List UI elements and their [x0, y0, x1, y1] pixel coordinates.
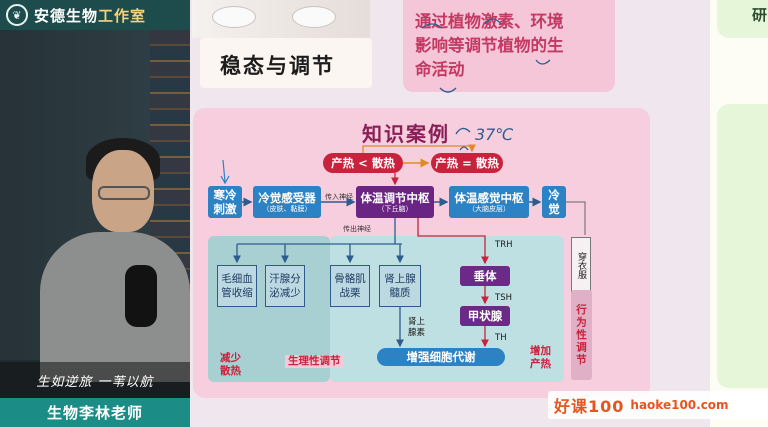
capillary-box: 毛细血 管收缩 — [217, 265, 257, 307]
metabolism-node: 增强细胞代谢 — [377, 348, 505, 366]
arrow — [566, 201, 586, 235]
studio-name-accent: 工作室 — [98, 6, 147, 25]
increase-heat-label: 增加 产热 — [530, 345, 551, 370]
arrow — [417, 218, 489, 265]
thermo-center-label: 体温调节中枢 — [360, 190, 430, 205]
annotation-stroke — [455, 127, 471, 151]
sensation-center-label: 体温感觉中枢 — [454, 190, 524, 205]
thermo-center-sublabel: （下丘脑） — [377, 204, 413, 213]
temperature-annotation: 37℃ — [475, 125, 513, 144]
cold-receptor-sublabel: （皮肤、黏膜） — [262, 204, 312, 213]
definition-line: 影响等调节植物的生 — [415, 36, 564, 55]
pituitary-node: 垂体 — [460, 266, 510, 286]
next-slide-title: 研 — [752, 6, 768, 24]
th-label: TH — [495, 333, 507, 343]
physiological-regulation-label: 生理性调节 — [285, 355, 344, 368]
sensation-center-sublabel: （大脑皮层） — [468, 204, 510, 213]
cold-stimulus-node: 寒冷 刺激 — [208, 186, 242, 218]
heat-equal-node: 产热 = 散热 — [431, 153, 503, 173]
skeletal-muscle-box: 骨骼肌 战栗 — [330, 265, 370, 307]
case-title: 知识案例 — [362, 122, 450, 146]
adrenal-box: 肾上腺 髓质 — [379, 265, 421, 307]
definition-line: 通过植物激素、环境 — [415, 12, 564, 31]
watermark-cn: 好课100 — [554, 397, 625, 416]
cold-receptor-node: 冷觉感受器 （皮肤、黏膜） — [253, 186, 321, 218]
studio-logo-bar: ❦ 安德生物工作室 — [0, 0, 190, 30]
efferent-nerve-label: 传出神经 — [343, 225, 371, 233]
sweat-gland-box: 汗腺分 泌减少 — [265, 265, 305, 307]
definition-line: 命活动 — [415, 60, 465, 79]
cold-receptor-label: 冷觉感受器 — [258, 190, 316, 205]
annotation-stroke — [220, 159, 230, 185]
adrenaline-label: 肾上 腺素 — [408, 317, 426, 338]
teacher-camera-feed: ❦ 安德生物工作室 生如逆旅 一苇以航 生物李林老师 — [0, 0, 190, 427]
next-slide-panel — [710, 0, 768, 427]
afferent-nerve-label: 传入神经 — [325, 193, 353, 201]
crane-icon — [292, 6, 336, 28]
trh-label: TRH — [495, 240, 513, 250]
behavioral-regulation-label: 行为性调节 — [571, 290, 592, 380]
next-slide-header — [717, 0, 768, 38]
teacher-name: 生物李林老师 — [0, 398, 190, 427]
sensation-center-node: 体温感觉中枢 （大脑皮层） — [449, 186, 529, 218]
thermo-center-node: 体温调节中枢 （下丘脑） — [356, 186, 434, 218]
studio-name: 安德生物工作室 — [34, 5, 146, 26]
diagram-arrows: 37℃ — [220, 18, 586, 348]
microphone-icon — [125, 265, 157, 327]
studio-logo-icon: ❦ — [6, 4, 28, 26]
site-watermark: 好课100 haoke100.com — [548, 391, 768, 419]
crane-icon — [212, 6, 256, 28]
studio-name-main: 安德生物 — [34, 6, 99, 25]
definition-box: 通过植物激素、环境 影响等调节植物的生 命活动 — [403, 0, 615, 92]
crane-photo — [192, 0, 370, 38]
reduce-heat-label: 减少 散热 — [220, 352, 241, 377]
teacher-glasses — [98, 186, 150, 200]
annotation-stroke — [421, 18, 551, 93]
topic-title: 稳态与调节 — [220, 54, 335, 78]
motto: 生如逆旅 一苇以航 — [0, 362, 190, 398]
thyroid-node: 甲状腺 — [460, 306, 510, 326]
next-slide-card — [717, 104, 768, 388]
arrow — [362, 144, 476, 153]
teacher-body — [40, 232, 190, 382]
topic-card: 稳态与调节 — [200, 38, 372, 88]
cold-feel-node: 冷 觉 — [542, 186, 566, 218]
watermark-url: haoke100.com — [630, 398, 729, 412]
heat-less-node: 产热 < 散热 — [323, 153, 403, 173]
tsh-label: TSH — [495, 293, 512, 303]
lecture-slide: 稳态与调节 通过植物激素、环境 影响等调节植物的生 命活动 研 知识案例 产热 … — [190, 0, 768, 427]
